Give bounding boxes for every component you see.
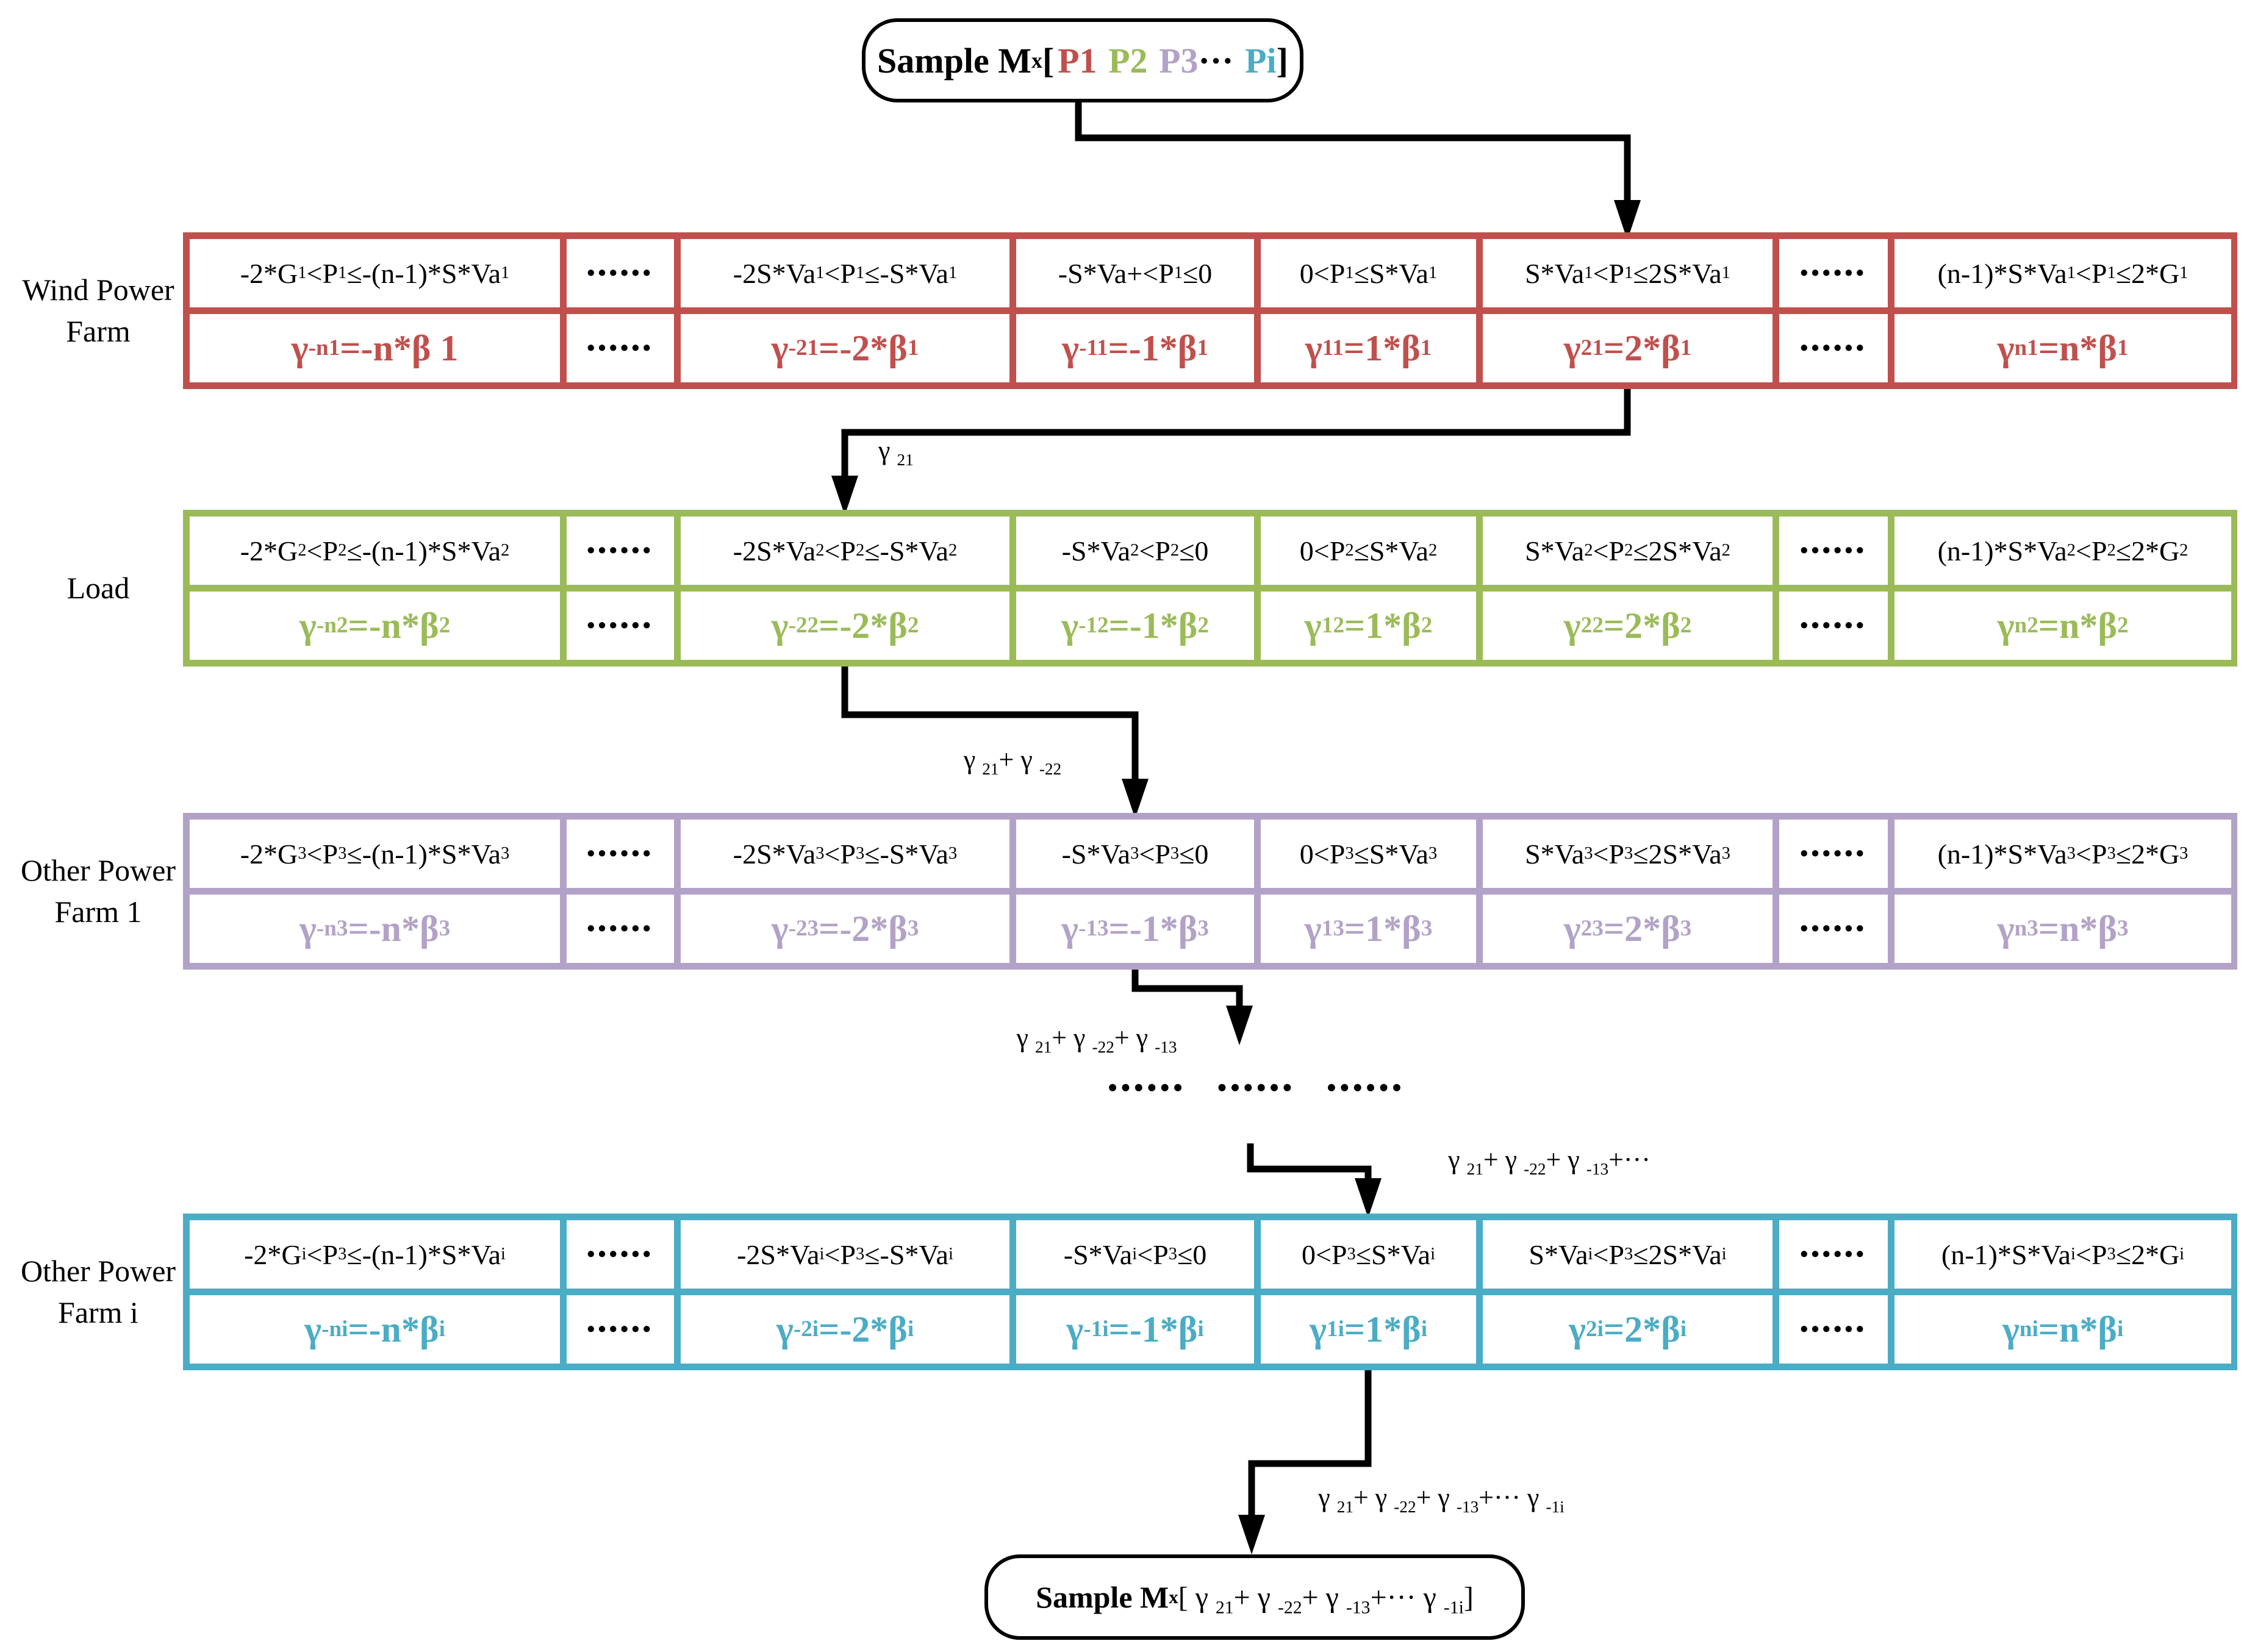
row-label-load: Load	[66, 570, 130, 605]
gamma-cell: γ 21=2*β 1	[1483, 314, 1773, 382]
gamma-cell: γ n2=n*β 2	[1894, 592, 2231, 660]
start-node-prefix: Sample M	[877, 40, 1031, 80]
ellipsis-cell: ••••••	[567, 592, 674, 660]
gamma-cell: γ -21=-2*β 1	[681, 314, 1009, 382]
ellipsis-cell: ••••••	[1779, 820, 1888, 888]
bracket-open: [	[1042, 40, 1055, 80]
ellipsis-cell: ••••••	[1779, 592, 1888, 660]
ellipsis-cell: ••••••	[1779, 1295, 1888, 1364]
gamma-cell: γ n3=n*β 3	[1894, 895, 2231, 963]
ellipsis-cell: ••••••	[567, 1220, 674, 1289]
flow-label-step5: γ 21+ γ -22+ γ -13+··· γ -1i	[1318, 1482, 1565, 1516]
start-node-p3: P3	[1159, 40, 1199, 80]
gamma-cell: γ -2i=-2*β i	[681, 1295, 1009, 1364]
ellipsis-cell: ••••••	[567, 239, 674, 307]
ellipsis-cell: ••••••	[1779, 314, 1888, 382]
gamma-cell: γ n1=n*β 1	[1894, 314, 2231, 382]
ellipsis-cell: ••••••	[1779, 1220, 1888, 1289]
flow-label-step4: γ 21+ γ -22+ γ -13+···	[1448, 1145, 1651, 1178]
start-node-pi: Pi	[1245, 40, 1277, 80]
gamma-cell: γ 2i=2*β i	[1483, 1295, 1773, 1364]
bracket-close: ]	[1276, 40, 1288, 80]
ellipsis-cell: ••••••	[1779, 239, 1888, 307]
arrowhead-ellipsis	[1226, 1006, 1253, 1045]
arrowhead-end	[1238, 1515, 1265, 1554]
gamma-cell: γ -n2=-n*β 2	[190, 592, 560, 660]
ellipsis-separator-row: •••••• •••••• ••••••	[1108, 1073, 1405, 1103]
ellipsis-cell: ••••••	[567, 1295, 674, 1364]
flow-label-step3: γ 21+ γ -22+ γ -13	[1016, 1023, 1177, 1056]
flow-label-step1: γ 21	[878, 435, 914, 469]
start-node-p2: P2	[1108, 40, 1148, 80]
end-node-formula: [ γ 21+ γ -22+ γ -13+··· γ -1i]	[1178, 1581, 1474, 1618]
gamma-cell: γ 12=1*β 2	[1261, 592, 1476, 660]
gamma-cell: γ 13=1*β 3	[1261, 895, 1476, 963]
gamma-cell: γ -13=-1*β 3	[1016, 895, 1254, 963]
arrow-farm1-to-ellipsis	[1131, 970, 1243, 1007]
arrowhead-farmi	[1355, 1178, 1382, 1218]
arrow-ellipsis-to-farmi	[1247, 1143, 1372, 1179]
ellipsis-cell: ••••••	[1779, 895, 1888, 963]
row-label-other-power-farm-i: Other Power Farm i	[20, 1254, 176, 1329]
end-node-prefix: Sample M	[1036, 1580, 1169, 1614]
row-label-wind-power-farm: Wind Power Farm	[22, 273, 174, 348]
gamma-cell: γ ni=n*β i	[1894, 1295, 2231, 1364]
gamma-cell: γ 22=2*β 2	[1483, 592, 1773, 660]
ellipsis-cell: ••••••	[567, 820, 674, 888]
arrow-wind-to-load	[841, 389, 1631, 477]
gamma-cell: γ -n3=-n*β 3	[190, 895, 560, 963]
gamma-cell: γ 11=1*β 1	[1261, 314, 1476, 382]
ellipsis-cell: ••••••	[1779, 517, 1888, 585]
gamma-cell: γ -12=-1*β 2	[1016, 592, 1254, 660]
gamma-cell: γ -ni=-n*β i	[190, 1295, 560, 1364]
flow-label-step2: γ 21+ γ -22	[963, 745, 1062, 778]
gamma-cell: γ -1i=-1*β i	[1016, 1295, 1254, 1364]
gamma-cell: γ -n1=-n*β 1	[190, 314, 560, 382]
gamma-cell: γ -22=-2*β 2	[681, 592, 1009, 660]
start-node-ellipsis: ···	[1198, 40, 1234, 80]
gamma-cell: γ -11=-1*β 1	[1016, 314, 1254, 382]
arrow-start-to-wind	[1075, 96, 1631, 202]
gamma-cell: γ 23=2*β 3	[1483, 895, 1773, 963]
start-node-p1: P1	[1058, 40, 1097, 80]
gamma-cell: γ 1i=1*β i	[1261, 1295, 1476, 1364]
gamma-cell: γ -23=-2*β 3	[681, 895, 1009, 963]
ellipsis-cell: ••••••	[567, 314, 674, 382]
ellipsis-cell: ••••••	[567, 517, 674, 585]
ellipsis-cell: ••••••	[567, 895, 674, 963]
row-label-other-power-farm-1: Other Power Farm 1	[20, 853, 176, 929]
